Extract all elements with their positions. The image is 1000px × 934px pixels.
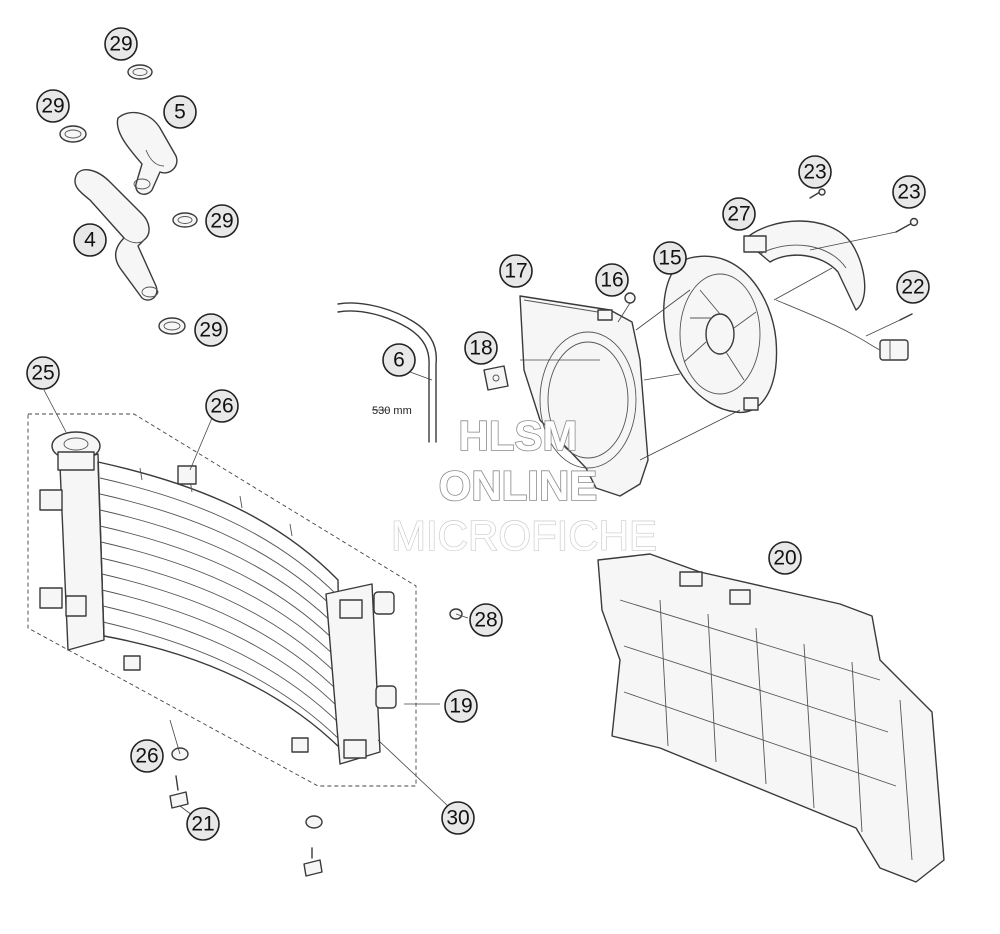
callout-label: 30 bbox=[446, 807, 469, 830]
callout-25[interactable]: 25 bbox=[26, 356, 60, 390]
grommet-26-lower bbox=[305, 815, 323, 829]
callout-29-mid[interactable]: 29 bbox=[205, 204, 239, 238]
bolt-23-right bbox=[895, 217, 919, 233]
callout-label: 6 bbox=[393, 349, 405, 372]
hose-clamp-29-top bbox=[127, 64, 153, 80]
callout-label: 15 bbox=[658, 247, 681, 270]
callout-22[interactable]: 22 bbox=[896, 270, 930, 304]
hose-length-label: 530 mm bbox=[372, 405, 412, 417]
watermark-line-2: ONLINE bbox=[439, 462, 598, 509]
callout-label: 5 bbox=[174, 101, 186, 124]
callout-label: 18 bbox=[469, 337, 492, 360]
callout-30[interactable]: 30 bbox=[441, 801, 475, 835]
callout-label: 19 bbox=[449, 695, 472, 718]
hose-clamp-29-bottom bbox=[158, 317, 186, 335]
callout-label: 26 bbox=[135, 745, 158, 768]
callout-label: 25 bbox=[31, 362, 54, 385]
callout-19[interactable]: 19 bbox=[444, 689, 478, 723]
bolt-23-top bbox=[809, 188, 826, 199]
radiator-group-outline bbox=[27, 413, 417, 787]
callout-label: 26 bbox=[210, 395, 233, 418]
callout-20[interactable]: 20 bbox=[768, 541, 802, 575]
callout-label: 23 bbox=[897, 181, 920, 204]
callout-29-left[interactable]: 29 bbox=[36, 89, 70, 123]
callout-6[interactable]: 6 bbox=[382, 343, 416, 377]
callout-21[interactable]: 21 bbox=[186, 807, 220, 841]
callout-label: 29 bbox=[210, 210, 233, 233]
callout-label: 16 bbox=[600, 269, 623, 292]
bolt-16 bbox=[617, 292, 636, 323]
cooling-fan-15 bbox=[663, 255, 778, 414]
radiator-hose-5 bbox=[116, 111, 178, 195]
callout-16[interactable]: 16 bbox=[595, 263, 629, 297]
callout-17[interactable]: 17 bbox=[499, 254, 533, 288]
hose-clamp-29-left bbox=[59, 125, 87, 143]
callout-15[interactable]: 15 bbox=[653, 241, 687, 275]
callout-29-bottom[interactable]: 29 bbox=[194, 313, 228, 347]
bracket-18 bbox=[483, 365, 509, 391]
vent-hose-6 bbox=[337, 302, 437, 443]
fan-harness-wire bbox=[775, 299, 881, 351]
radiator-hose-4 bbox=[74, 169, 159, 301]
callout-18[interactable]: 18 bbox=[464, 331, 498, 365]
callout-label: 4 bbox=[84, 229, 96, 252]
thermo-switch-22 bbox=[879, 313, 913, 361]
callout-label: 20 bbox=[773, 547, 796, 570]
radiator-cap-25 bbox=[51, 431, 101, 471]
watermark-line-1: HLSM bbox=[459, 412, 578, 459]
callout-label: 29 bbox=[109, 33, 132, 56]
fan-shroud-17 bbox=[519, 295, 649, 497]
radiator-19 bbox=[27, 413, 417, 787]
assembly-lines bbox=[520, 231, 901, 461]
callout-label: 28 bbox=[474, 609, 497, 632]
bolt-21-left bbox=[169, 775, 189, 809]
bolt-21-right bbox=[303, 847, 323, 877]
callout-23-right[interactable]: 23 bbox=[892, 175, 926, 209]
fan-cover-27 bbox=[743, 220, 866, 311]
callout-23-top[interactable]: 23 bbox=[798, 155, 832, 189]
callout-label: 23 bbox=[803, 161, 826, 184]
callout-label: 21 bbox=[191, 813, 214, 836]
callout-29-top[interactable]: 29 bbox=[104, 27, 138, 61]
watermark: HLSM ONLINE MICROFICHE bbox=[390, 411, 657, 559]
watermark-line-3: MICROFICHE bbox=[391, 512, 657, 559]
callout-label: 17 bbox=[504, 260, 527, 283]
callout-label: 22 bbox=[901, 276, 924, 299]
callout-4[interactable]: 4 bbox=[73, 223, 107, 257]
callout-27[interactable]: 27 bbox=[722, 197, 756, 231]
callout-leaders bbox=[43, 371, 469, 819]
callout-26-top[interactable]: 26 bbox=[205, 389, 239, 423]
hose-clamp-29-mid bbox=[172, 212, 198, 228]
radiator-guard-20 bbox=[597, 553, 945, 883]
callout-label: 29 bbox=[199, 319, 222, 342]
callout-label: 27 bbox=[727, 203, 750, 226]
callout-label: 29 bbox=[41, 95, 64, 118]
callout-5[interactable]: 5 bbox=[163, 95, 197, 129]
callout-26-bottom[interactable]: 26 bbox=[130, 739, 164, 773]
callout-28[interactable]: 28 bbox=[469, 603, 503, 637]
